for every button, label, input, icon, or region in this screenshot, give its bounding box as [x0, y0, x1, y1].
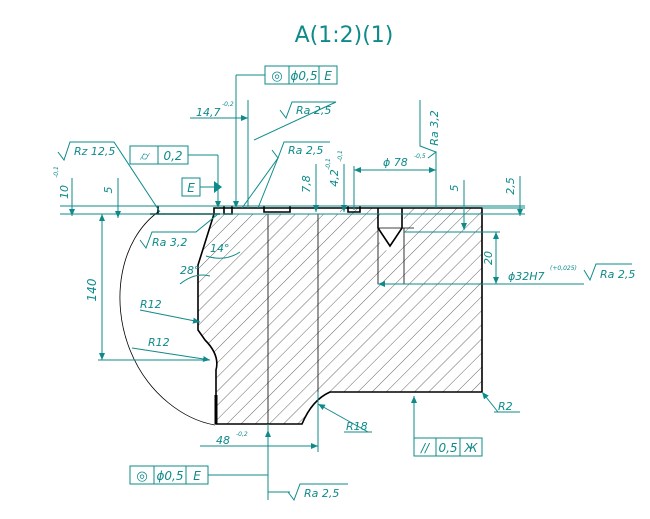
r12-a-leader	[139, 309, 201, 324]
dim-7-8-text: 7,8	[300, 175, 313, 193]
fcf-parallel-datum: Ж	[464, 441, 479, 455]
r2-text: R2	[498, 400, 513, 413]
part-outline	[197, 207, 483, 425]
ra-bore-text: Ra 2,5	[600, 268, 635, 281]
part-section-hatched	[198, 208, 482, 424]
dim-4-2-tol: -0,1	[337, 150, 344, 162]
fcf-parallel-symbol: //	[420, 441, 431, 455]
dim-48-tol: -0,2	[236, 431, 248, 438]
ra-mid-leader2	[257, 157, 279, 209]
rz-left-symbol	[57, 141, 161, 213]
dim-78-text: ϕ 78	[383, 156, 408, 169]
ra-mid-text: Ra 2,5	[288, 144, 323, 157]
ra-bore-symbol	[583, 263, 632, 282]
top-face-step	[150, 206, 220, 215]
ra-mid-symbol	[271, 141, 330, 160]
datum-e: E	[181, 177, 222, 197]
rz-left-text: Rz 12,5	[74, 145, 115, 158]
dim-14-7-tol: -0,2	[222, 101, 234, 108]
r12-b-text: R12	[148, 336, 170, 349]
ra-right-top-symbol	[419, 100, 438, 159]
detail-boundary-arc	[119, 211, 216, 426]
ra-right-top-text: Ra 3,2	[428, 110, 441, 145]
dim-32-text: ϕ32H7	[508, 270, 545, 283]
fcf-top: ◎ ϕ0,5 E	[233, 65, 338, 208]
r18-text: R18	[346, 420, 368, 433]
dim-7-8-tol: -0,1	[325, 158, 332, 170]
fcf-parallel-value: 0,5	[438, 441, 457, 455]
dim-10-tol: -0,1	[53, 166, 60, 178]
r12-b-leader	[131, 347, 211, 362]
ra-top-text: Ra 2,5	[296, 104, 331, 117]
dim-10-text: 10	[58, 185, 71, 199]
section-title: A(1:2)(1)	[295, 23, 394, 48]
r12-a-text: R12	[140, 298, 162, 311]
fcf-top-value: ϕ0,5	[291, 69, 318, 83]
dim-48-text: 48	[216, 434, 230, 447]
fcf-flatness-symbol: ⌭	[140, 149, 151, 163]
dim-2-5-text: 2,5	[504, 177, 517, 195]
fcf-top-symbol: ◎	[271, 69, 282, 84]
fcf-bottom-datum: E	[193, 469, 201, 483]
fcf-top-datum: E	[324, 69, 332, 83]
angle-28-text: 28°	[180, 264, 200, 277]
dim-5-left-text: 5	[102, 187, 115, 194]
r2-leader	[481, 391, 499, 413]
ra-bottom-text: Ra 2,5	[304, 487, 339, 500]
angle-14-arc	[205, 251, 241, 259]
fcf-flatness: ⌭ 0,2	[129, 145, 221, 208]
dim-4-2-text: 4,2	[328, 169, 341, 187]
dim-14-7-text: 14,7	[196, 106, 221, 119]
ra-left-text: Ra 3,2	[152, 236, 187, 249]
groove-mid	[263, 206, 291, 213]
fcf-flatness-value: 0,2	[163, 149, 182, 163]
ra-mid-leader1	[241, 157, 279, 209]
ra-top-symbol	[253, 101, 337, 141]
bore-outline	[377, 208, 403, 248]
fcf-parallel: // 0,5 Ж	[411, 396, 483, 457]
dim-140-text: 140	[85, 278, 99, 301]
fcf-bottom-value: ϕ0,5	[157, 469, 184, 483]
dim-5-right-text: 5	[448, 185, 461, 192]
angle-28-arc	[179, 274, 211, 285]
dim-20-text: 20	[482, 251, 495, 265]
ra-bottom-symbol	[287, 483, 348, 502]
fcf-bottom: ◎ ϕ0,5 E	[129, 430, 271, 485]
datum-e-text: E	[187, 181, 195, 195]
r18-leader	[317, 403, 369, 433]
fcf-bottom-symbol: ◎	[136, 469, 147, 484]
ra-left-symbol	[139, 213, 219, 250]
dim-78-tol: -0,5	[414, 153, 426, 160]
dim-32-tol: (+0,025)	[550, 265, 577, 272]
angle-14-text: 14°	[210, 242, 230, 255]
groove-right	[347, 206, 361, 213]
